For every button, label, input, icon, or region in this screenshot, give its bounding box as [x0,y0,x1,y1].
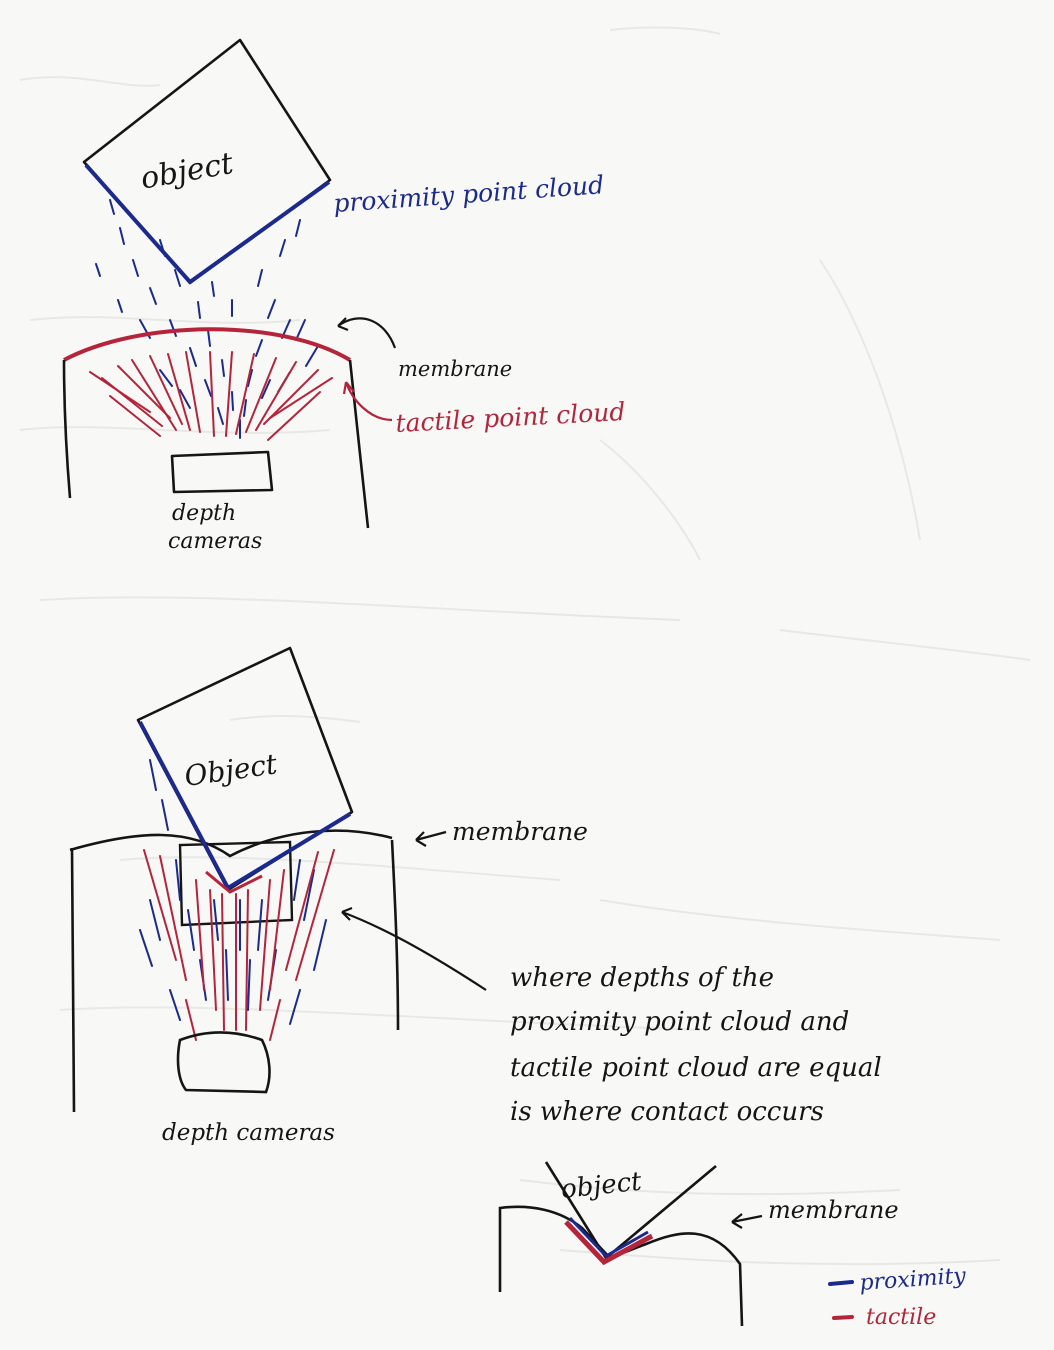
object-1-label: object [138,146,237,197]
proximity-1-label: proximity point cloud [332,170,605,218]
housing-1-right [350,360,368,528]
membrane-1 [64,329,350,360]
membrane-3-arrow [732,1214,762,1228]
housing-2-left [72,848,74,1112]
object-3-label: object [560,1167,644,1205]
legend-proximity-label: proximity [859,1264,968,1296]
contact-note-line1: where depths of the [510,963,774,993]
legend: proximity tactile [830,1264,967,1330]
membrane-1-arrow [338,318,395,348]
contact-arrow [342,908,486,990]
diagram-1: object proximity point cloud membrane ta… [64,40,626,554]
diagram-2: Object membrane depth cameras where dept… [70,648,882,1146]
contact-note-line4: is where contact occurs [510,1097,824,1127]
diagram-3: object membrane [500,1162,899,1326]
contact-note-line2: proximity point cloud and [510,1007,849,1037]
legend-tactile-label: tactile [866,1305,936,1330]
legend-proximity-swatch [830,1282,852,1284]
camera-1-label-line1: depth [172,501,236,526]
tactile-1-arrow [344,382,392,420]
housing-3 [500,1207,742,1326]
membrane-2-arrow [416,832,446,846]
legend-tactile-swatch [834,1317,852,1318]
housing-1-left [64,360,70,498]
depth-camera-2 [178,1033,269,1093]
object-2-label: Object [182,747,279,793]
camera-2-label: depth cameras [162,1120,335,1146]
membrane-1-label: membrane [398,357,512,381]
object-2-proximity-edge [140,722,350,888]
contact-note-line3: tactile point cloud are equal [510,1053,882,1083]
camera-1-label-line2: cameras [168,529,262,554]
membrane-3-label: membrane [768,1196,899,1224]
membrane-2-label: membrane [452,817,588,846]
depth-camera-1 [172,452,272,492]
tactile-1-label: tactile point cloud [395,397,626,438]
